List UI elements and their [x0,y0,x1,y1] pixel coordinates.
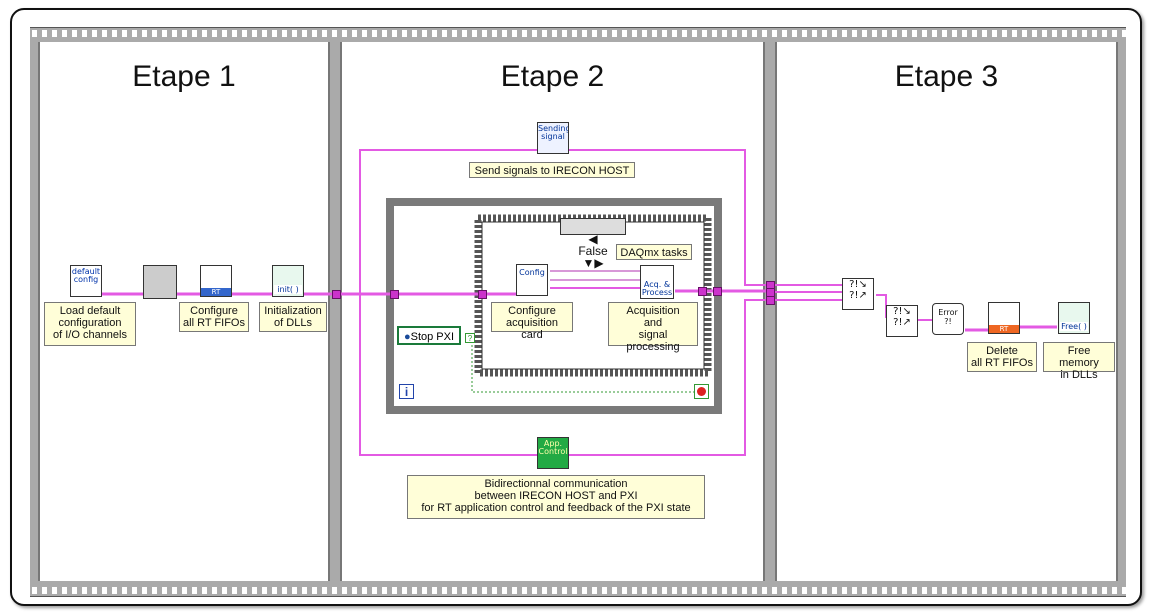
case-tunnel-out [698,287,707,296]
case-tunnel-in [478,290,487,299]
case-prev-arrow-icon[interactable]: ◀ [588,232,598,246]
sequence-top-perforation [30,29,1126,38]
acquisition-label: Acquisition and signal processing [608,302,698,353]
free-memory-label: Free memory in DLLs [1043,342,1115,381]
acq-process-icon[interactable]: Acq. & Process [640,265,674,299]
error-handler-icon[interactable]: Error ?! [932,303,964,335]
free-memory-icon[interactable]: Free( ) [1058,302,1090,334]
config-acquisition-icon[interactable]: Config [516,264,548,296]
init-dlls-icon[interactable]: init( ) [272,265,304,297]
daqmx-label: DAQmx tasks [616,244,692,260]
case-selector-value: False [578,244,608,258]
wire-send-signals [359,149,770,297]
app-control-icon[interactable]: App. Control [537,437,569,469]
configure-card-label: Configure acquisition card [491,302,573,341]
load-default-label: Load default configuration of I/O channe… [44,302,136,346]
loop-tunnel-out [713,287,722,296]
configure-fifos-icon[interactable]: RT [200,265,232,297]
frame-title: Etape 2 [500,60,605,93]
send-signals-label: Send signals to IRECON HOST [469,162,635,178]
stop-terminal-icon: ? [465,333,475,343]
globe-icon: ● [403,331,411,343]
sending-signal-icon[interactable]: Sending signal [537,122,569,154]
configure-fifos-label: Configure all RT FIFOs [179,302,249,332]
case-dropdown-icon[interactable]: ▼▶ [582,256,604,270]
loop-condition-terminal[interactable] [694,384,709,399]
merge-errors-icon-1[interactable]: ?!↘?!↗ [842,278,874,310]
loop-tunnel-in [390,290,399,299]
wire-s3-d [876,294,887,318]
stop-condition-icon [697,387,706,396]
sequence-tunnel-c [766,296,775,305]
sequence-tunnel [332,290,341,299]
merge-errors-icon-2[interactable]: ?!↘?!↗ [886,305,918,337]
stop-pxi-button[interactable]: ●Stop PXI [397,326,461,345]
delete-fifos-icon[interactable]: RT [988,302,1020,334]
init-dlls-label: Initialization of DLLs [259,302,327,332]
frame-title: Etape 3 [894,60,999,93]
frame-title: Etape 1 [132,60,236,93]
while-loop-border [386,198,722,414]
delete-fifos-label: Delete all RT FIFOs [967,342,1037,372]
bidirectional-label: Bidirectionnal communication between IRE… [407,475,705,519]
loop-iteration-terminal: i [399,384,414,399]
case-selector[interactable]: ◀ False ▼▶ [560,218,626,269]
load-default-config-icon[interactable]: default config [70,265,102,297]
wire-bidirectional [359,297,770,456]
array-subvi-icon[interactable] [143,265,177,299]
sequence-bottom-perforation [30,586,1126,595]
